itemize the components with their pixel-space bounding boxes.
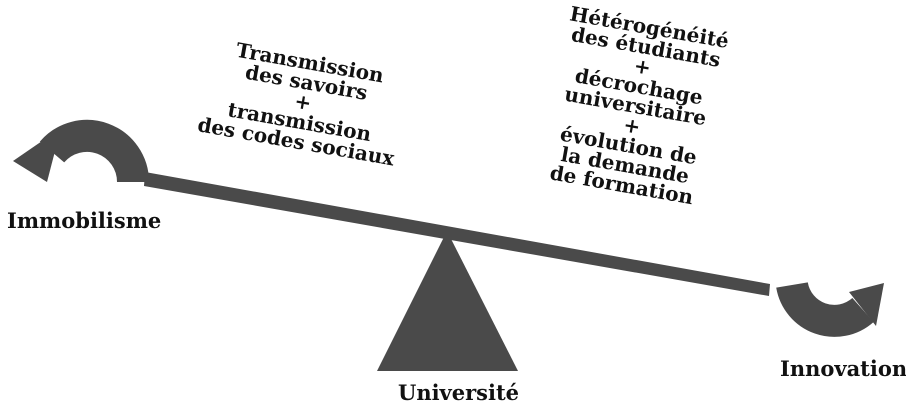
circular-arrow-left-icon (13, 119, 150, 183)
fulcrum-triangle (377, 231, 518, 371)
right-text-block: Hétérogénéité des étudiants + décrochage… (534, 1, 738, 210)
universite-label: Université (398, 380, 520, 405)
circular-arrow-right-icon (776, 281, 884, 337)
seesaw-plank (144, 172, 770, 296)
innovation-label: Innovation (780, 356, 906, 381)
immobilisme-label: Immobilisme (7, 208, 162, 233)
